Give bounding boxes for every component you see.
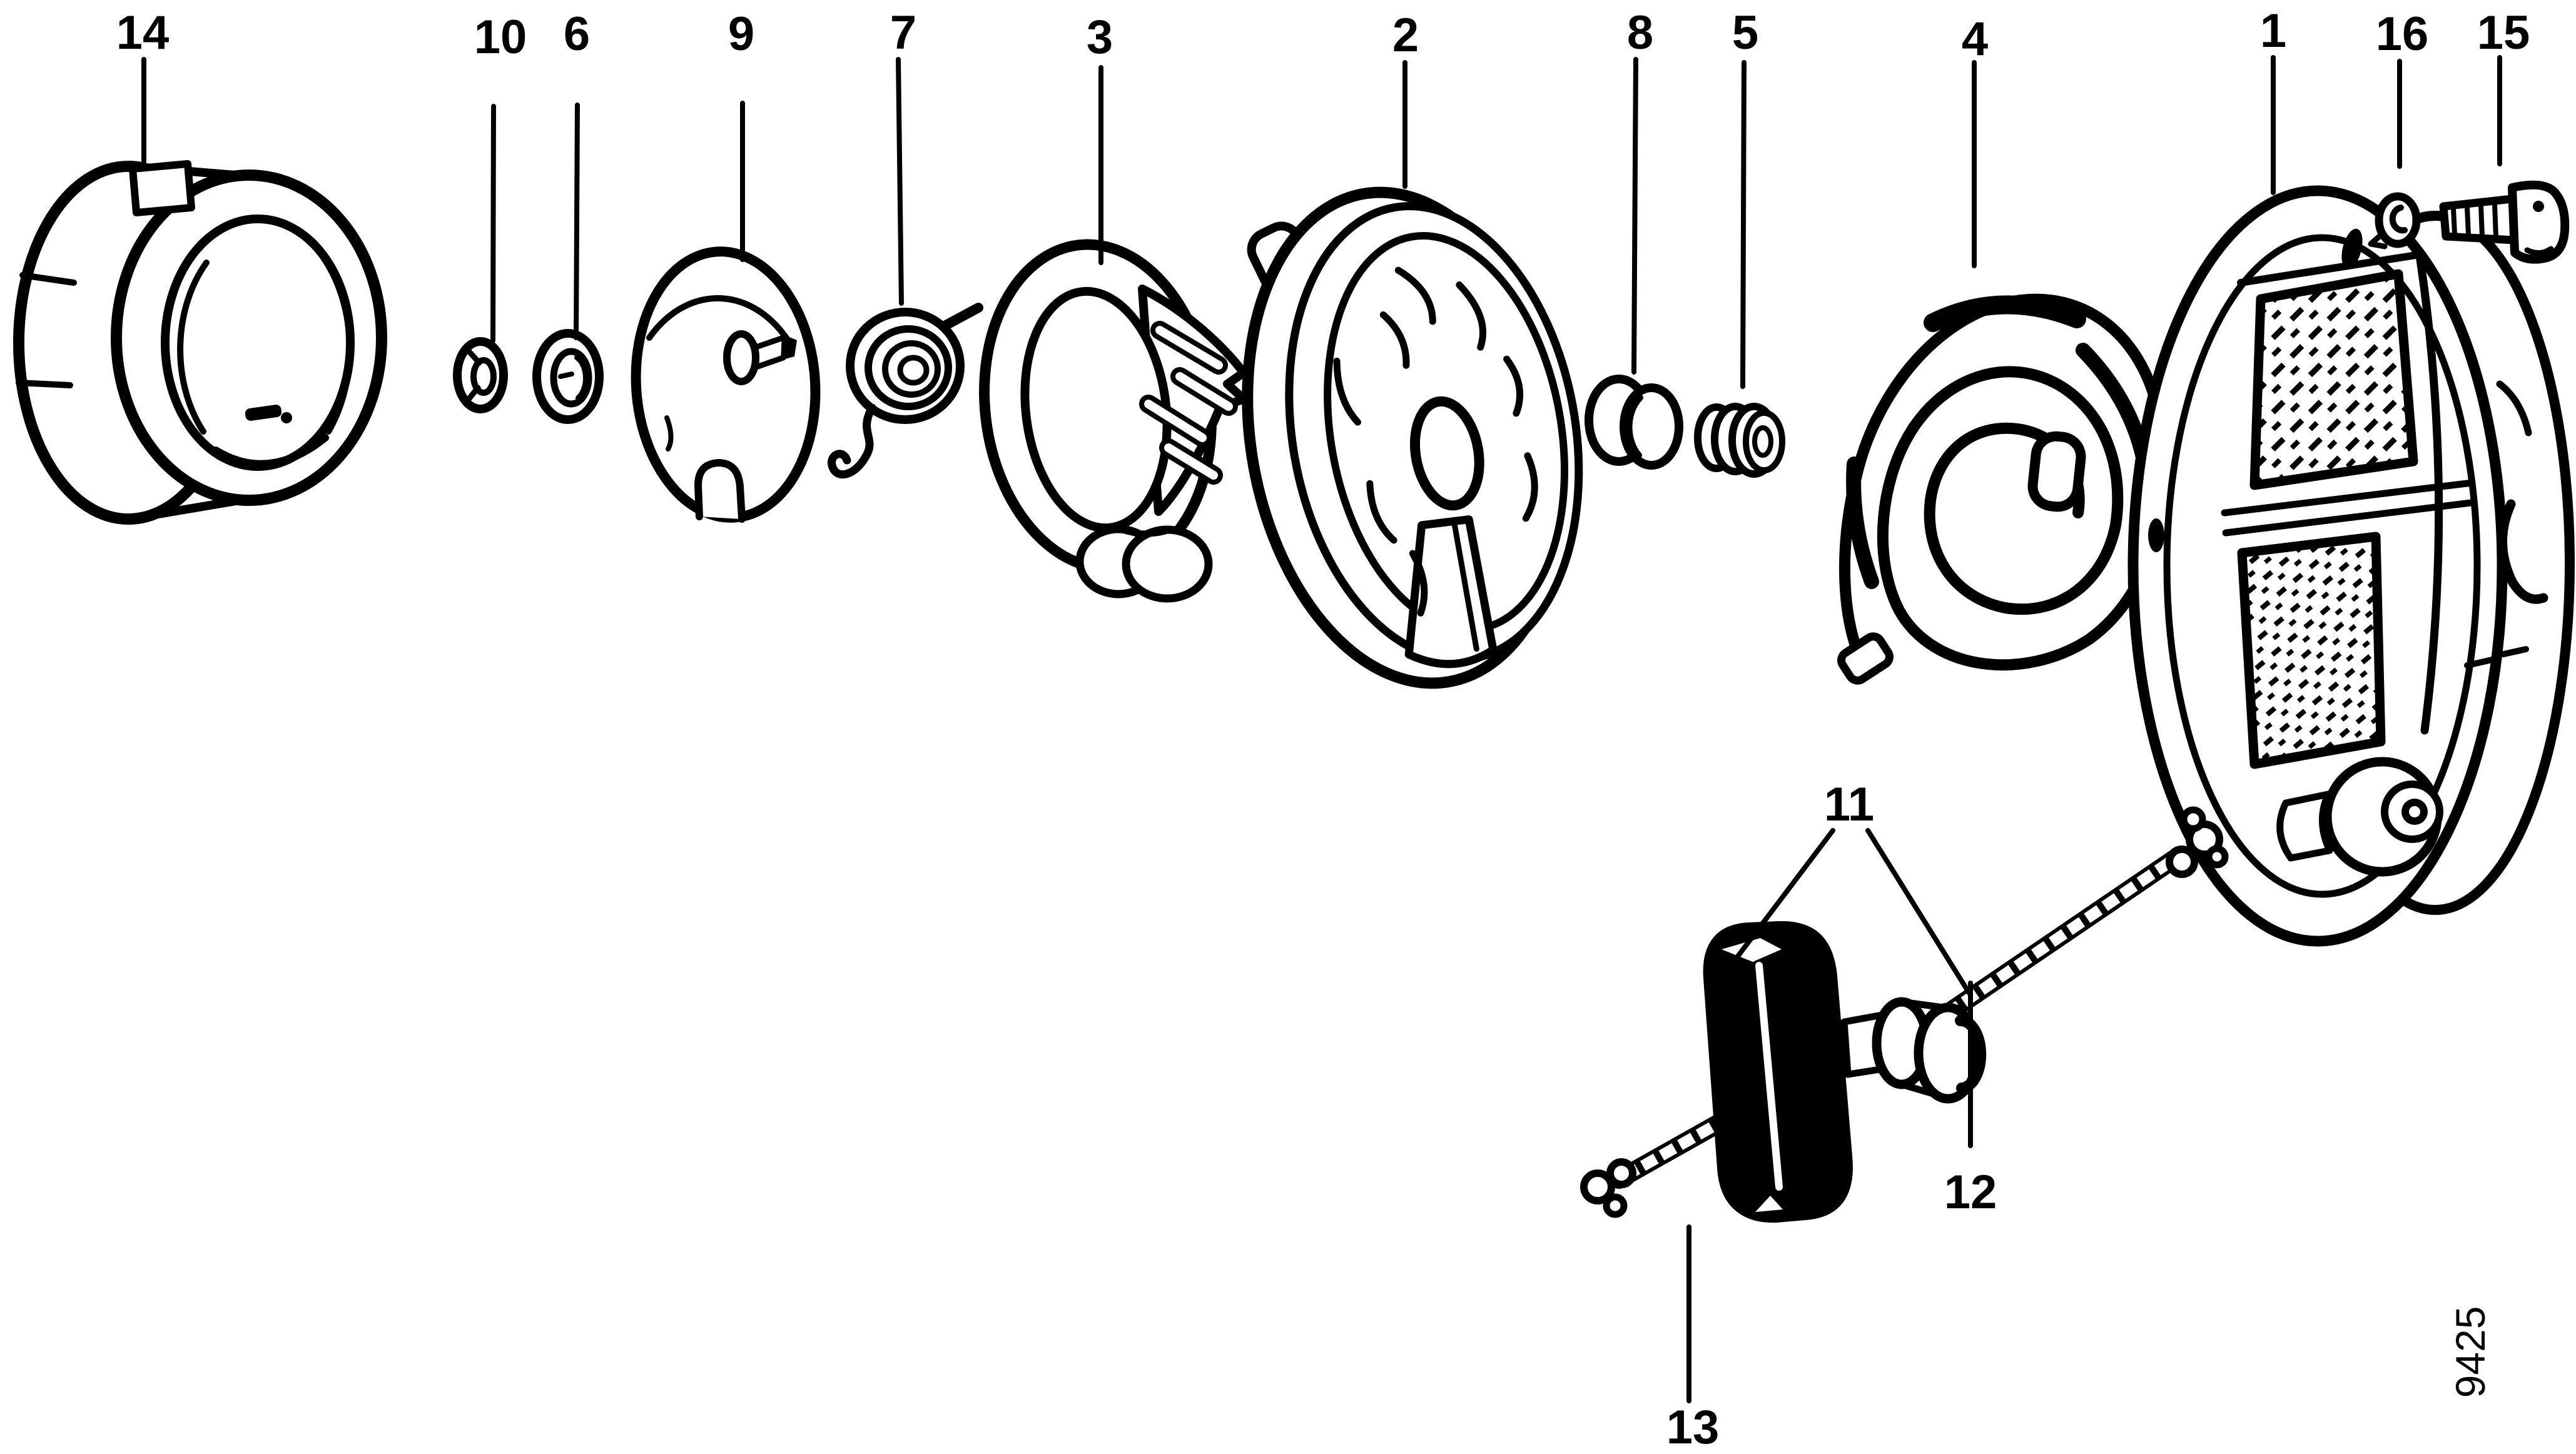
rope-knot-upper	[2166, 806, 2229, 878]
part-14-drawing	[13, 160, 387, 525]
part-label-16: 16	[2376, 8, 2429, 61]
part-1-drawing	[2127, 185, 2575, 947]
part-label-13: 13	[1666, 1401, 1720, 1454]
part-4-drawing	[1837, 293, 2169, 685]
part-label-1: 1	[2260, 4, 2286, 58]
part-label-14: 14	[116, 6, 170, 59]
leader-line-8	[1631, 57, 1638, 375]
figure-code: 9425	[2447, 1306, 2493, 1398]
part-9-drawing	[631, 246, 821, 523]
leader-line-10	[490, 104, 496, 343]
part-label-9: 9	[728, 8, 754, 61]
part-13-handle-drawing	[1703, 921, 1987, 1223]
leader-line-7	[896, 57, 904, 306]
rope-knot-lower	[1580, 1158, 1636, 1218]
leader-line-5	[1740, 60, 1747, 389]
part-label-12: 12	[1944, 1166, 1997, 1219]
part-label-7: 7	[890, 6, 916, 59]
part-15-drawing	[2439, 180, 2570, 264]
part-7-drawing	[828, 303, 983, 479]
part-10-drawing	[453, 337, 508, 413]
leader-lines	[141, 55, 2502, 1403]
part-16-drawing	[2368, 192, 2421, 250]
part-label-3: 3	[1087, 11, 1113, 64]
leader-line-6	[574, 103, 580, 340]
part-5-drawing	[1694, 403, 1785, 478]
rope-ferrule-drawing	[1872, 997, 1987, 1104]
part-label-2: 2	[1392, 9, 1419, 62]
callout-labels: 14 10 6 9 7 3 2 8 5 4 1 16 15 11 12 13 9…	[116, 4, 2530, 1454]
part-label-10: 10	[474, 11, 527, 64]
part-8-drawing	[1585, 375, 1683, 470]
artwork	[13, 55, 2575, 1403]
part-label-6: 6	[564, 8, 590, 61]
part-2-drawing	[1242, 186, 1583, 689]
part-label-4: 4	[1962, 13, 1988, 66]
part-3-drawing	[979, 239, 1248, 603]
leader-line-11-left	[1728, 828, 1835, 969]
part-label-8: 8	[1627, 6, 1653, 59]
part-label-5: 5	[1732, 6, 1758, 59]
part-label-15: 15	[2477, 6, 2530, 59]
leader-line-11-right	[1865, 828, 1972, 996]
part-6-drawing	[532, 329, 604, 424]
part-label-11: 11	[1824, 778, 1874, 831]
